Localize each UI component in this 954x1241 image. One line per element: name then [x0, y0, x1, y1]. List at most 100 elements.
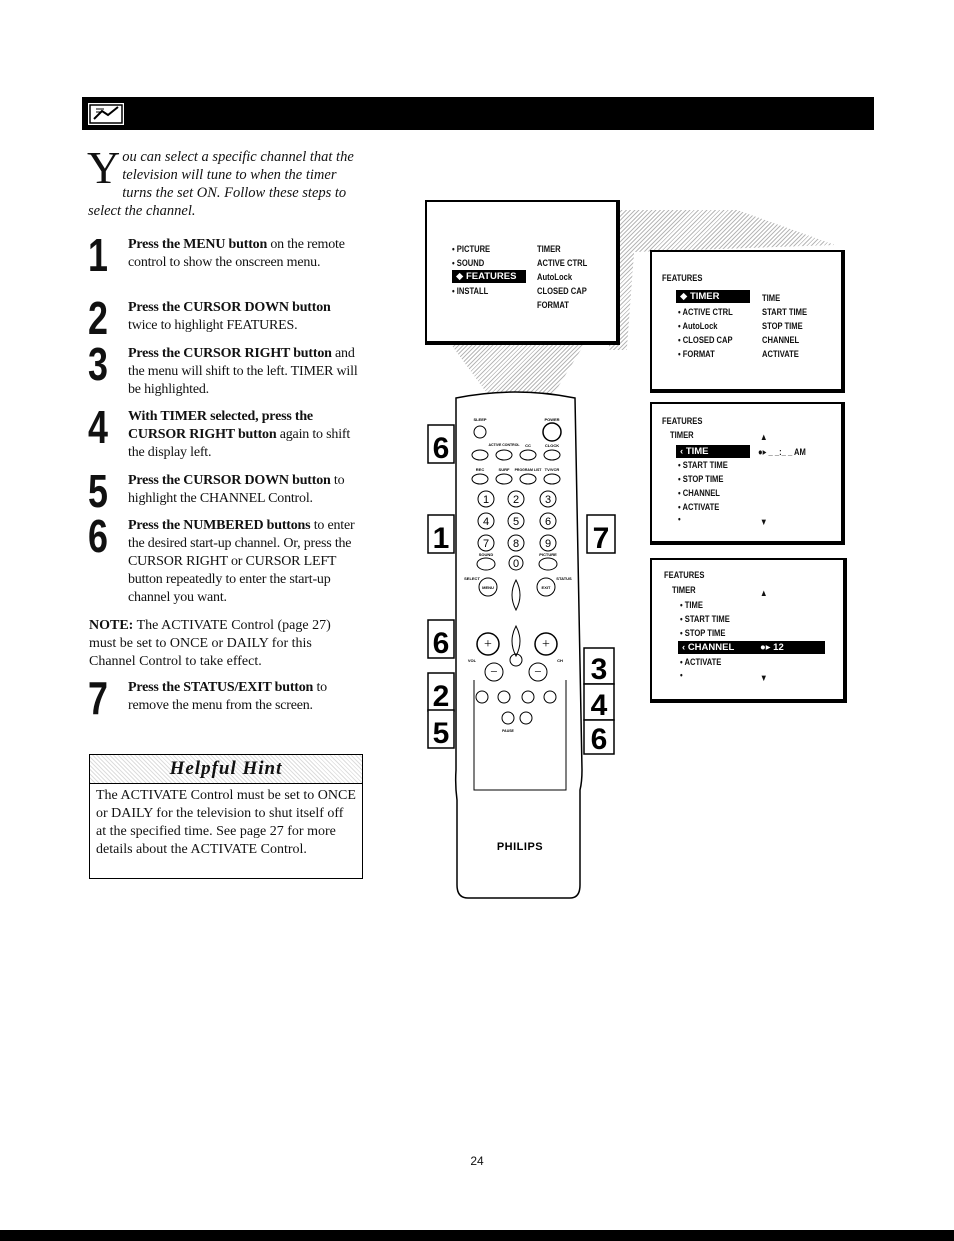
- program-list-button[interactable]: [519, 473, 537, 485]
- cursor-left-button[interactable]: [476, 632, 500, 656]
- record-button[interactable]: [519, 711, 533, 725]
- vol-down-button[interactable]: [484, 662, 504, 682]
- fast-forward-button[interactable]: [543, 690, 557, 704]
- channel-value: ●▸ 12: [760, 642, 784, 653]
- digit-5-button[interactable]: [507, 512, 525, 530]
- step-text: to enter the desired start-up channel. O…: [128, 518, 355, 605]
- hint-body: The ACTIVATE Control must be set to ONCE…: [96, 788, 356, 857]
- picture-button[interactable]: [538, 557, 558, 571]
- exit-label: EXIT: [542, 585, 551, 590]
- step-text: to remove the menu from the screen.: [128, 680, 327, 713]
- submenu-item: STOP TIME: [762, 321, 803, 332]
- ch-label: CH: [557, 658, 563, 663]
- callout-box: [427, 424, 455, 464]
- digit-4-button[interactable]: [477, 512, 495, 530]
- stop-button[interactable]: [497, 690, 511, 704]
- power-button[interactable]: [542, 422, 562, 442]
- step-text: to highlight the CHANNEL Control.: [128, 473, 345, 506]
- page-number: 24: [470, 1154, 484, 1168]
- digit-0-button[interactable]: [508, 555, 524, 571]
- remote-body: [454, 391, 583, 899]
- step-5: 5 Press the CURSOR DOWN button to highli…: [88, 468, 363, 514]
- exit-button[interactable]: [536, 577, 556, 597]
- callout-box: [583, 647, 615, 685]
- cursor-up-button[interactable]: [511, 578, 521, 612]
- submenu-item: FORMAT: [537, 300, 569, 311]
- menu-item: • PICTURE: [452, 244, 491, 255]
- digit-label: 7: [483, 538, 489, 550]
- sound-label: SOUND: [479, 552, 494, 557]
- vol-label: VOL: [468, 658, 477, 663]
- screen-title: FEATURES: [662, 273, 703, 284]
- cc-button[interactable]: [519, 449, 537, 461]
- rewind-button[interactable]: [475, 690, 489, 704]
- picture-label: PICTURE: [539, 552, 557, 557]
- screen-title: FEATURES: [662, 416, 703, 427]
- menu-item-label: TIMER: [689, 291, 720, 302]
- step-number: 5: [88, 465, 108, 517]
- remote-control: SLEEP POWER ACTIVE CONTROL CC CLOCK REC …: [454, 391, 583, 899]
- pause-button[interactable]: [501, 711, 515, 725]
- digit-label: 3: [545, 494, 551, 506]
- step-number: 6: [88, 510, 108, 562]
- menu-item: • START TIME: [680, 614, 730, 625]
- digit-7-button[interactable]: [477, 534, 495, 552]
- surf-button[interactable]: [495, 473, 513, 485]
- menu-button[interactable]: [478, 577, 498, 597]
- step-3: 3 Press the CURSOR RIGHT button and the …: [88, 341, 363, 399]
- step-text: on the remote control to show the onscre…: [128, 237, 345, 270]
- minus-icon: −: [534, 664, 541, 679]
- intro-text: ou can select a specific channel that th…: [88, 149, 354, 219]
- callout-number: 1: [433, 522, 450, 555]
- callout-number: 6: [591, 723, 608, 755]
- note-label: NOTE:: [89, 618, 134, 633]
- digit-1-button[interactable]: [477, 490, 495, 508]
- callout-number: 6: [433, 627, 450, 660]
- sleep-button[interactable]: [473, 425, 487, 439]
- play-button[interactable]: [521, 690, 535, 704]
- hand-pointer-icon: [86, 101, 126, 127]
- menu-item-highlighted: ◆ TIMER: [676, 290, 750, 303]
- digit-2-button[interactable]: [507, 490, 525, 508]
- rec-label: REC: [476, 467, 485, 472]
- step-number: 7: [88, 672, 108, 724]
- ch-down-button[interactable]: [528, 662, 548, 682]
- digit-6-button[interactable]: [539, 512, 557, 530]
- digit-label: 2: [513, 494, 519, 506]
- clock-button[interactable]: [543, 449, 561, 461]
- sleep-row-button[interactable]: [471, 449, 489, 461]
- step-number: 1: [88, 229, 108, 281]
- surf-label: SURF: [499, 467, 510, 472]
- step-2: 2 Press the CURSOR DOWN button twice to …: [88, 295, 363, 341]
- bottom-rule: [0, 1230, 954, 1241]
- remote-lower-panel: [473, 680, 567, 791]
- menu-label: MENU: [482, 585, 494, 590]
- sound-button[interactable]: [476, 557, 496, 571]
- menu-item: • STOP TIME: [680, 628, 726, 639]
- step-6: 6 Press the NUMBERED buttons to enter th…: [88, 513, 363, 607]
- program-list-label: PROGRAM LIST: [515, 468, 543, 472]
- active-control-label: ACTIVE CONTROL: [488, 443, 520, 447]
- cursor-down-button[interactable]: [511, 624, 521, 658]
- callout-number: 7: [593, 522, 610, 555]
- up-arrow-icon: ▲: [760, 588, 768, 599]
- submenu-item: ACTIVATE: [762, 349, 799, 360]
- digit-8-button[interactable]: [507, 534, 525, 552]
- callout-number: 5: [433, 717, 450, 750]
- mute-button[interactable]: [509, 653, 523, 667]
- digit-9-button[interactable]: [539, 534, 557, 552]
- sleep-label: SLEEP: [473, 417, 486, 422]
- active-control-button[interactable]: [495, 449, 513, 461]
- note: NOTE: The ACTIVATE Control (page 27) mus…: [89, 617, 361, 671]
- menu-item-label: TIME: [685, 446, 709, 457]
- digit-3-button[interactable]: [539, 490, 557, 508]
- step-number: 2: [88, 292, 108, 344]
- down-arrow-icon: ▼: [760, 673, 768, 684]
- callout-box: [586, 514, 616, 554]
- tv-vcr-button[interactable]: [543, 473, 561, 485]
- callout-box: [583, 683, 615, 721]
- cursor-right-button[interactable]: [534, 632, 558, 656]
- tv-screen-main-menu: • PICTURE • SOUND ◆ FEATURES • INSTALL T…: [425, 200, 620, 345]
- rec-button[interactable]: [471, 473, 489, 485]
